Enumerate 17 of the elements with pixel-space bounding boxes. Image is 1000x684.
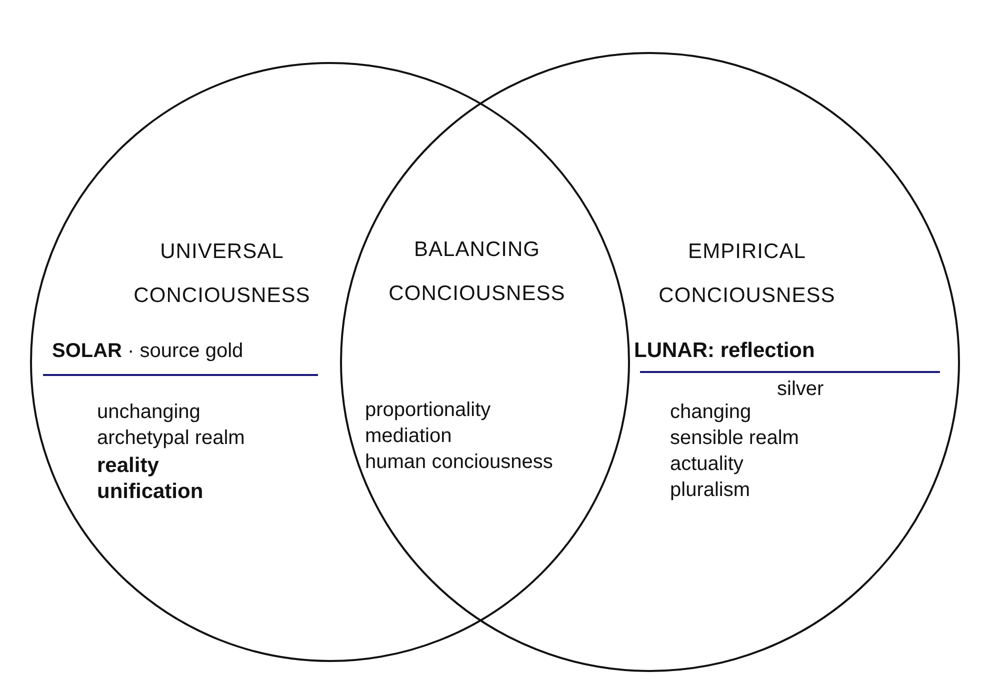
quality-text: archetypal realm [97, 426, 245, 451]
quality-text: actuality [670, 452, 744, 477]
quality-text: unification [97, 479, 204, 505]
symbol-line: LUNAR: reflection [634, 338, 815, 364]
overlap-heading: BALANCING CONCIOUSNESS [388, 237, 566, 307]
quality-text: changing [670, 400, 752, 425]
circle-heading: EMPIRICAL CONCIOUSNESS [658, 239, 836, 309]
quality-text: pluralism [670, 478, 750, 503]
symbol-text: silver [777, 377, 824, 402]
quality-text: unchanging [97, 400, 200, 425]
quality-text: sensible realm [670, 426, 799, 451]
quality-text: human conciousness [365, 450, 553, 475]
quality-text: proportionality [365, 398, 491, 423]
symbol-line: SOLAR · source gold [52, 339, 244, 364]
circle-heading: UNIVERSAL CONCIOUSNESS [132, 239, 312, 309]
quality-text: mediation [365, 424, 452, 449]
quality-text: reality [97, 453, 159, 479]
